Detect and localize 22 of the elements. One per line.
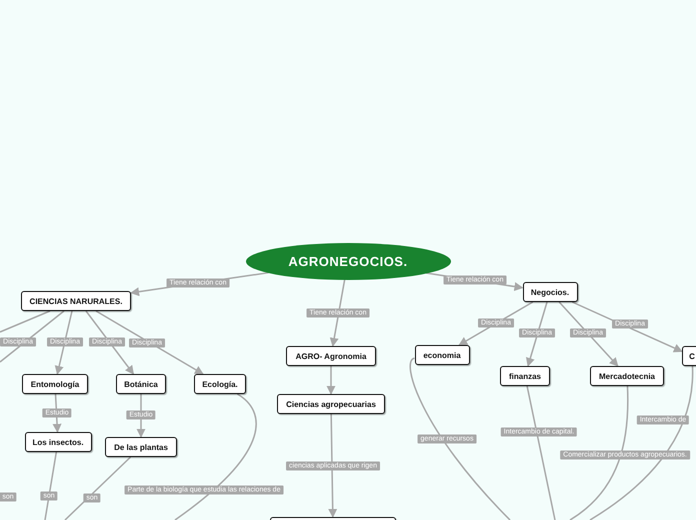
- topic-box: Entomología: [22, 374, 88, 394]
- topic-box: Negocios.: [522, 282, 578, 302]
- connector-arrow: [558, 302, 618, 367]
- connector-arrow: [526, 302, 548, 367]
- topic-box: finanzas: [500, 366, 550, 386]
- connector-arrow: [326, 366, 336, 395]
- topic-box: Los insectos.: [24, 432, 92, 452]
- connector-arrow: [54, 310, 73, 375]
- topic-box: economia: [414, 345, 470, 365]
- connector-arrow: [85, 310, 134, 375]
- topic-box: Ecología.: [194, 374, 246, 394]
- topic-box: De las plantas: [105, 437, 177, 457]
- topic-box: Ciencias agropecuarias: [277, 394, 385, 414]
- connector-arrow: [96, 310, 204, 375]
- topic-box: Mercadotecnia: [590, 366, 664, 386]
- connector-arrow: [328, 414, 338, 518]
- connector-arrow: [330, 279, 346, 347]
- topic-box: AGRO- Agronomia: [286, 346, 376, 366]
- topic-box: Botánica: [116, 374, 166, 394]
- topic-box: C: [682, 346, 696, 366]
- topic-box: CIENCIAS NARURALES.: [21, 291, 131, 311]
- node-text: AGRONEGOCIOS.: [288, 254, 408, 268]
